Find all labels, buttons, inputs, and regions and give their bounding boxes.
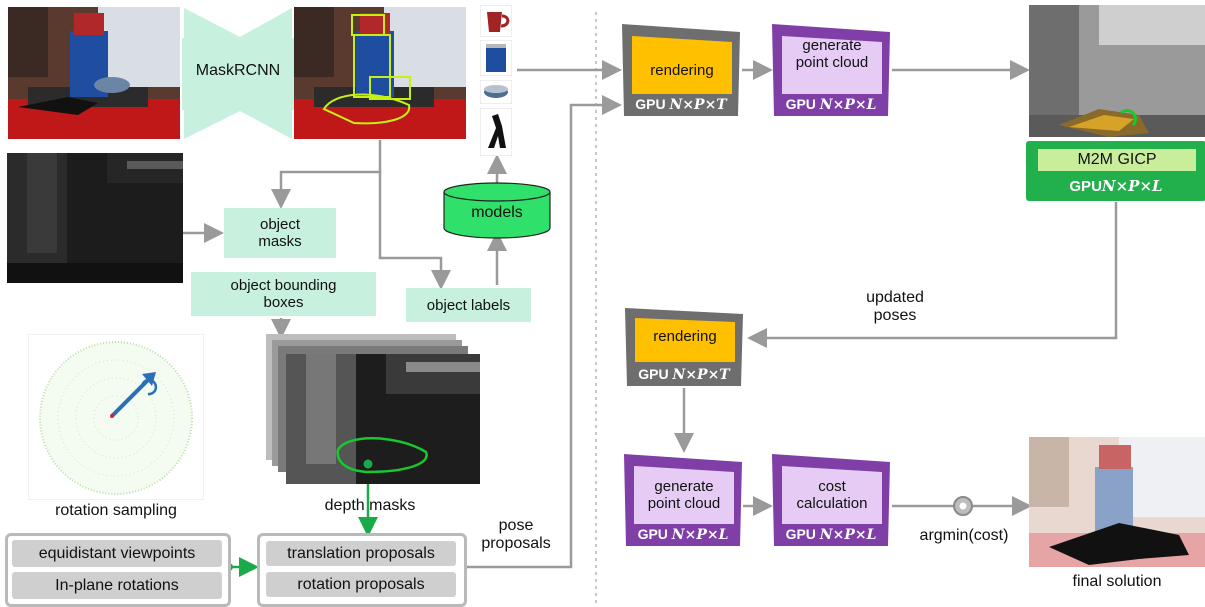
rgb-input-image (8, 7, 180, 139)
bbox-line2: boxes (263, 294, 304, 311)
gicp-gpu-dims: N×P×L (1101, 177, 1163, 195)
cost-line2: calculation (796, 495, 868, 512)
point-cloud-bottom-gpu-dims: N×P×L (671, 527, 729, 543)
in-plane-rotations-box: In-plane rotations (12, 572, 222, 599)
arrow-seg-to-labels (378, 172, 451, 290)
depth-masks-caption: depth masks (324, 497, 416, 514)
point-cloud-top-label: generate point cloud (782, 37, 882, 71)
gicp-gpu-prefix: GPU (1069, 178, 1102, 195)
pose-proposals-label: pose proposals (476, 517, 556, 553)
updated-poses-line2: poses (873, 307, 917, 324)
models-database (443, 182, 551, 239)
cost-block (772, 454, 890, 546)
translation-proposals-box: translation proposals (266, 541, 456, 566)
rotation-sampling-sphere (28, 334, 204, 500)
object-masks-line1: object (259, 216, 301, 233)
final-solution-image (1029, 437, 1205, 567)
bbox-line1: object bounding (230, 277, 337, 294)
rendering-mid-gpu-dims: N×P×T (672, 367, 730, 383)
maskrcnn-label: MaskRCNN (195, 62, 281, 79)
point-cloud-top-line2: point cloud (795, 54, 869, 71)
point-cloud-bottom-line1: generate (654, 478, 714, 495)
model-thumb-clamp (480, 108, 512, 156)
model-thumb-can (480, 40, 512, 76)
rendering-block-top (622, 24, 740, 116)
model-thumb-mug (480, 5, 512, 37)
rotation-sampling-caption: rotation sampling (55, 502, 177, 519)
updated-poses-label: updated poses (845, 289, 945, 325)
translation-proposals-label: translation proposals (287, 544, 435, 562)
point-cloud-block-bottom (624, 454, 742, 546)
cost-label: cost calculation (782, 478, 882, 512)
in-plane-rotations-label: In-plane rotations (55, 576, 179, 594)
pose-proposals-line2: proposals (481, 535, 551, 552)
arrow-gicp-to-render (747, 202, 1118, 348)
argmin-label: argmin(cost) (919, 527, 1009, 544)
depth-masks-stack (266, 334, 480, 484)
models-label: models (471, 204, 523, 221)
rotation-proposals-box: rotation proposals (266, 572, 456, 597)
arrow-proposals-to-render (463, 95, 622, 569)
rendering-block-mid (625, 308, 743, 386)
rendering-top-gpu-dims: N×P×T (669, 97, 727, 113)
rendering-mid-gpu-prefix: GPU (638, 366, 673, 382)
equidistant-viewpoints-label: equidistant viewpoints (38, 544, 196, 562)
pose-proposals-line1: pose (498, 517, 534, 534)
updated-poses-line1: updated (866, 289, 924, 306)
point-cloud-bottom-line2: point cloud (647, 495, 721, 512)
object-bounding-boxes-box: object bounding boxes (191, 272, 376, 316)
point-cloud-bottom-gpu-prefix: GPU (637, 526, 672, 542)
cost-gpu-dims: N×P×L (819, 527, 877, 543)
final-solution-caption: final solution (1072, 573, 1162, 590)
cost-line1: cost (818, 478, 846, 495)
rendering-top-gpu: GPU N×P×T (620, 96, 742, 113)
object-labels-label: object labels (426, 296, 511, 314)
maskrcnn-network (182, 7, 294, 139)
point-cloud-top-gpu-prefix: GPU (785, 96, 820, 112)
point-cloud-block-top (772, 24, 890, 116)
rendering-top-label: rendering (650, 62, 714, 79)
point-cloud-top-gpu: GPU N×P×L (770, 96, 892, 113)
point-cloud-bottom-label: generate point cloud (634, 478, 734, 512)
cost-gpu-prefix: GPU (785, 526, 820, 542)
rendering-mid-gpu: GPU N×P×T (623, 366, 745, 383)
gicp-alignment-image (1029, 5, 1205, 137)
equidistant-viewpoints-box: equidistant viewpoints (12, 540, 222, 567)
gicp-gpu: GPUN×P×L (1026, 177, 1205, 195)
object-masks-box: object masks (224, 208, 336, 258)
object-masks-line2: masks (258, 233, 302, 250)
rotation-proposals-label: rotation proposals (297, 575, 425, 593)
gicp-label-box: M2M GICP (1038, 149, 1196, 171)
point-cloud-top-line1: generate (802, 37, 862, 54)
segmented-image (294, 7, 466, 139)
point-cloud-bottom-gpu: GPU N×P×L (622, 526, 744, 543)
depth-input-image (7, 153, 183, 283)
cost-gpu: GPU N×P×L (770, 526, 892, 543)
model-thumb-tuna (480, 80, 512, 104)
arrow-seg-to-masks (271, 140, 382, 209)
point-cloud-top-gpu-dims: N×P×L (819, 97, 877, 113)
gicp-label: M2M GICP (1077, 151, 1157, 168)
argmin-node-inner (959, 502, 967, 510)
rendering-mid-label: rendering (653, 328, 717, 345)
object-labels-box: object labels (406, 288, 531, 322)
rendering-top-gpu-prefix: GPU (635, 96, 670, 112)
